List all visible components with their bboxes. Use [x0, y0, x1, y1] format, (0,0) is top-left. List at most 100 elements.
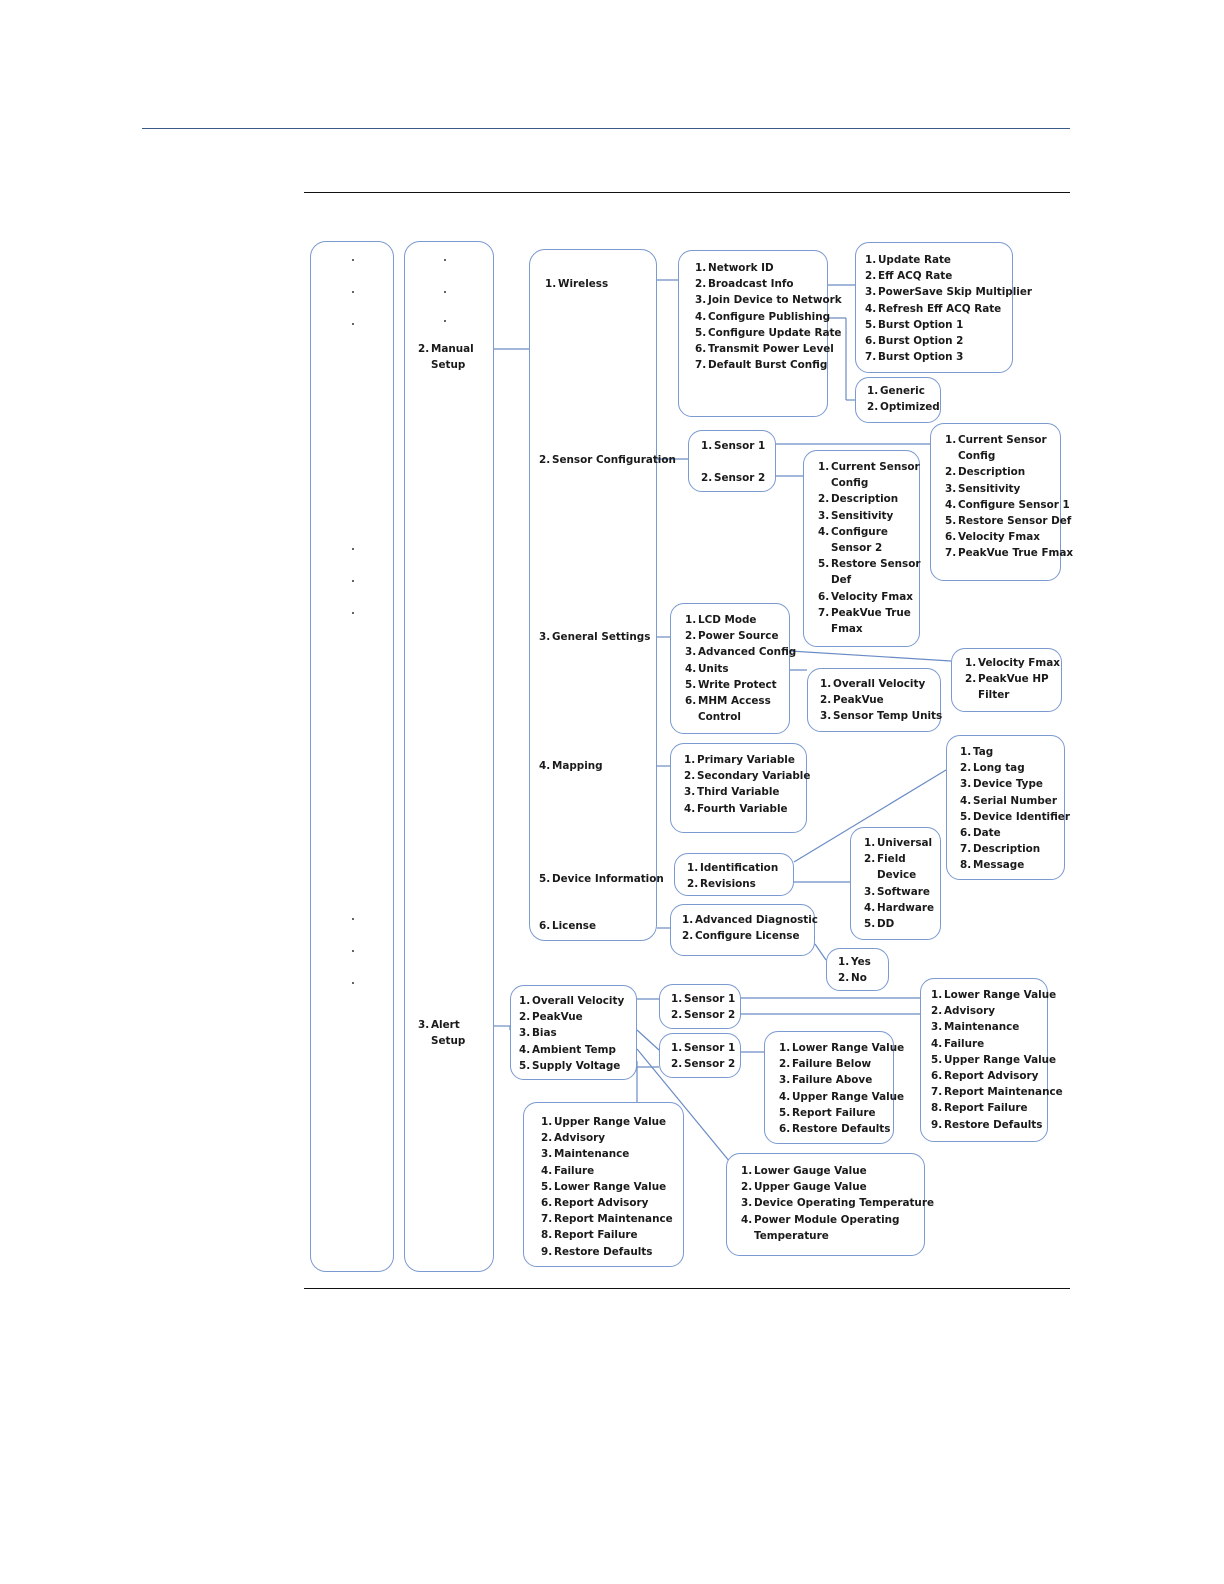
- menu-item-wireless[interactable]: 1.Wireless: [545, 276, 608, 292]
- menu-option[interactable]: 2.Broadcast Info: [695, 276, 842, 292]
- menu-option[interactable]: 1.Update Rate: [865, 252, 1032, 268]
- menu-option[interactable]: 3.Device Type: [960, 776, 1070, 792]
- menu-option[interactable]: 5.Report Failure: [779, 1105, 904, 1121]
- menu-option[interactable]: 2.Sensor 2: [671, 1007, 735, 1023]
- menu-option[interactable]: 3.Sensor Temp Units: [820, 708, 942, 724]
- menu-option[interactable]: 7.Burst Option 3: [865, 349, 1032, 365]
- menu-option[interactable]: 1.Tag: [960, 744, 1070, 760]
- menu-option[interactable]: 6.Velocity Fmax: [818, 589, 921, 605]
- menu-option[interactable]: 6.Velocity Fmax: [945, 529, 1073, 545]
- sensor-2-item[interactable]: 2.Sensor 2: [701, 470, 765, 486]
- menu-option[interactable]: 3.PowerSave Skip Multiplier: [865, 284, 1032, 300]
- menu-option[interactable]: 1.Yes: [838, 954, 871, 970]
- menu-option[interactable]: 2.Failure Below: [779, 1056, 904, 1072]
- menu-option[interactable]: 2.Upper Gauge Value: [741, 1179, 934, 1195]
- menu-option[interactable]: 4.Upper Range Value: [779, 1089, 904, 1105]
- menu-option[interactable]: 1.Upper Range Value: [541, 1114, 673, 1130]
- menu-option[interactable]: 4.Configure Publishing: [695, 309, 842, 325]
- menu-option[interactable]: 3.Third Variable: [684, 784, 810, 800]
- menu-item-license[interactable]: 6.License: [539, 918, 596, 934]
- menu-option[interactable]: 1.Network ID: [695, 260, 842, 276]
- menu-option[interactable]: 5.Configure Update Rate: [695, 325, 842, 341]
- menu-item-device-information[interactable]: 5.Device Information: [539, 871, 664, 887]
- menu-option[interactable]: 5.Restore Sensor Def: [945, 513, 1073, 529]
- menu-option[interactable]: 1.LCD Mode: [685, 612, 796, 628]
- manual-setup-node[interactable]: 2.Manual Setup: [418, 341, 474, 373]
- menu-option[interactable]: 3.Advanced Config: [685, 644, 796, 660]
- menu-option[interactable]: 3.Failure Above: [779, 1072, 904, 1088]
- menu-option[interactable]: 7.Report Maintenance: [931, 1084, 1063, 1100]
- menu-item-sensor-configuration[interactable]: 2.Sensor Configuration: [539, 452, 676, 468]
- menu-option[interactable]: 8.Message: [960, 857, 1070, 873]
- menu-option[interactable]: 4.Failure: [931, 1036, 1063, 1052]
- menu-option[interactable]: 8.Report Failure: [541, 1227, 673, 1243]
- menu-option[interactable]: 1.Lower Gauge Value: [741, 1163, 934, 1179]
- menu-option[interactable]: 7.PeakVue True Fmax: [945, 545, 1073, 561]
- menu-option[interactable]: 5.Upper Range Value: [931, 1052, 1063, 1068]
- sensor-1-item[interactable]: 1.Sensor 1: [701, 438, 765, 454]
- menu-option[interactable]: 6.Report Advisory: [931, 1068, 1063, 1084]
- menu-option[interactable]: 3.Bias: [519, 1025, 624, 1041]
- menu-option[interactable]: 9.Restore Defaults: [931, 1117, 1063, 1133]
- menu-option[interactable]: 1.Lower Range Value: [931, 987, 1063, 1003]
- menu-option[interactable]: 3.Maintenance: [931, 1019, 1063, 1035]
- menu-option[interactable]: 2.Long tag: [960, 760, 1070, 776]
- menu-option[interactable]: 3.Join Device to Network: [695, 292, 842, 308]
- menu-option[interactable]: 3.Sensitivity: [945, 481, 1073, 497]
- menu-option[interactable]: 6.Report Advisory: [541, 1195, 673, 1211]
- menu-option[interactable]: 8.Report Failure: [931, 1100, 1063, 1116]
- menu-option[interactable]: 2.Secondary Variable: [684, 768, 810, 784]
- menu-option[interactable]: 1.Primary Variable: [684, 752, 810, 768]
- menu-option[interactable]: 2.Description: [945, 464, 1073, 480]
- menu-option[interactable]: 3.Device Operating Temperature: [741, 1195, 934, 1211]
- menu-option[interactable]: 2.Advisory: [931, 1003, 1063, 1019]
- menu-option[interactable]: 2.No: [838, 970, 871, 986]
- menu-option[interactable]: 1.Advanced Diagnostic: [682, 912, 818, 928]
- menu-option[interactable]: 7.Default Burst Config: [695, 357, 842, 373]
- alert-setup-node[interactable]: 3.Alert Setup: [418, 1017, 465, 1049]
- menu-item-general-settings[interactable]: 3.General Settings: [539, 629, 650, 645]
- menu-option[interactable]: 5.Burst Option 1: [865, 317, 1032, 333]
- menu-option[interactable]: 6.Burst Option 2: [865, 333, 1032, 349]
- menu-option[interactable]: 1.Sensor 1: [671, 991, 735, 1007]
- menu-option[interactable]: 4.Refresh Eff ACQ Rate: [865, 301, 1032, 317]
- menu-option[interactable]: 2.Advisory: [541, 1130, 673, 1146]
- menu-option[interactable]: 3.Software: [864, 884, 934, 900]
- menu-option[interactable]: 7.Description: [960, 841, 1070, 857]
- menu-option[interactable]: 2.Configure License: [682, 928, 818, 944]
- menu-option[interactable]: 4.Units: [685, 661, 796, 677]
- menu-option[interactable]: 5.Supply Voltage: [519, 1058, 624, 1074]
- menu-option[interactable]: 6.Date: [960, 825, 1070, 841]
- menu-option[interactable]: 1.Overall Velocity: [519, 993, 624, 1009]
- menu-option[interactable]: 1.Lower Range Value: [779, 1040, 904, 1056]
- menu-option[interactable]: 2.Revisions: [687, 876, 778, 892]
- menu-option[interactable]: 4.Fourth Variable: [684, 801, 810, 817]
- menu-option[interactable]: 1.Universal: [864, 835, 934, 851]
- menu-option[interactable]: 1.Identification: [687, 860, 778, 876]
- menu-option[interactable]: 1.Generic: [867, 383, 940, 399]
- menu-option[interactable]: 1.Velocity Fmax: [965, 655, 1060, 671]
- menu-item-mapping[interactable]: 4.Mapping: [539, 758, 603, 774]
- menu-option[interactable]: 2.Sensor 2: [671, 1056, 735, 1072]
- menu-option[interactable]: 2.Power Source: [685, 628, 796, 644]
- menu-option[interactable]: 1.Sensor 1: [671, 1040, 735, 1056]
- menu-option[interactable]: 7.Report Maintenance: [541, 1211, 673, 1227]
- menu-option[interactable]: 5.DD: [864, 916, 934, 932]
- menu-option[interactable]: 2.PeakVue: [820, 692, 942, 708]
- menu-option[interactable]: 5.Device Identifier: [960, 809, 1070, 825]
- menu-option[interactable]: 5.Lower Range Value: [541, 1179, 673, 1195]
- menu-option[interactable]: 5.Write Protect: [685, 677, 796, 693]
- menu-option[interactable]: 6.Restore Defaults: [779, 1121, 904, 1137]
- menu-option[interactable]: 2.Optimized: [867, 399, 940, 415]
- menu-option[interactable]: 4.Serial Number: [960, 793, 1070, 809]
- menu-option[interactable]: 3.Maintenance: [541, 1146, 673, 1162]
